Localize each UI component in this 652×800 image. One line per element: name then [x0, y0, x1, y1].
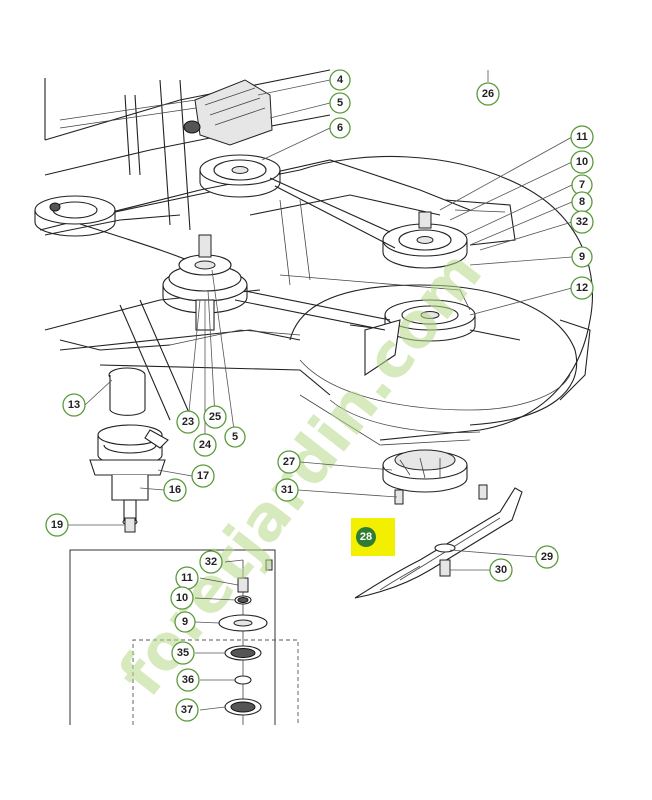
svg-text:12: 12	[576, 282, 588, 294]
callout-5: 5	[329, 92, 351, 114]
chassis-frame	[39, 69, 471, 421]
highlighted-part-28: 28	[351, 518, 395, 556]
svg-text:25: 25	[209, 411, 221, 423]
callout-19: 19	[45, 513, 69, 537]
callout-11b: 11	[175, 566, 199, 590]
svg-text:9: 9	[182, 616, 188, 628]
callout-24: 24	[193, 433, 217, 457]
svg-text:7: 7	[579, 179, 585, 191]
callout-16: 16	[163, 478, 187, 502]
svg-text:5: 5	[232, 431, 238, 443]
callout-27: 27	[277, 450, 301, 474]
svg-text:11: 11	[576, 131, 588, 143]
callout-29: 29	[535, 545, 559, 569]
svg-text:11: 11	[181, 572, 193, 584]
gearbox-assembly	[183, 79, 281, 198]
callout-36: 36	[176, 668, 200, 692]
svg-text:10: 10	[576, 156, 588, 168]
drive-belt	[79, 177, 471, 331]
callout-32: 32	[570, 210, 594, 234]
callout-35: 35	[171, 641, 195, 665]
mower-deck	[44, 155, 593, 446]
centre-deck-pulley	[349, 299, 521, 377]
svg-text:23: 23	[182, 416, 194, 428]
callout-6: 6	[329, 117, 351, 139]
svg-text:32: 32	[576, 216, 588, 228]
blade-hub	[382, 449, 468, 505]
svg-text:24: 24	[199, 439, 212, 451]
svg-text:37: 37	[181, 704, 193, 716]
callout-10: 10	[570, 150, 594, 174]
svg-text:5: 5	[337, 97, 343, 109]
svg-text:36: 36	[182, 674, 194, 686]
callout-26: 26	[476, 82, 500, 106]
leader-lines	[68, 70, 573, 711]
callout-9: 9	[571, 246, 593, 268]
right-deck-pulley	[382, 199, 516, 269]
callout-9b: 9	[174, 611, 196, 633]
engine-pulley-stack	[162, 234, 248, 331]
inset-spindle-detail	[69, 549, 299, 725]
svg-text:27: 27	[283, 456, 295, 468]
left-spindle	[89, 367, 169, 526]
svg-text:28: 28	[360, 531, 372, 543]
bolt-19	[124, 517, 136, 533]
callout-23: 23	[176, 410, 200, 434]
callout-13: 13	[62, 393, 86, 417]
left-deck-pulley	[34, 195, 116, 237]
callout-5b: 5	[224, 426, 246, 448]
svg-text:16: 16	[169, 484, 181, 496]
svg-text:19: 19	[51, 519, 63, 531]
callout-4: 4	[329, 69, 351, 91]
callout-37: 37	[175, 698, 199, 722]
callout-12: 12	[570, 276, 594, 300]
svg-text:10: 10	[176, 592, 188, 604]
callout-17: 17	[191, 464, 215, 488]
svg-text:8: 8	[579, 196, 585, 208]
callout-8: 8	[571, 191, 593, 213]
svg-text:29: 29	[541, 551, 553, 563]
callout-25: 25	[203, 405, 227, 429]
svg-text:31: 31	[281, 484, 293, 496]
callout-10b: 10	[170, 586, 194, 610]
callout-32b: 32	[199, 550, 223, 574]
svg-text:17: 17	[197, 470, 209, 482]
svg-text:30: 30	[495, 564, 507, 576]
svg-text:13: 13	[68, 399, 80, 411]
svg-text:9: 9	[579, 251, 585, 263]
svg-text:6: 6	[337, 122, 343, 134]
callout-11: 11	[570, 125, 594, 149]
callout-31: 31	[275, 478, 299, 502]
svg-text:35: 35	[177, 647, 189, 659]
svg-text:4: 4	[337, 74, 344, 86]
svg-text:26: 26	[482, 88, 494, 100]
callout-30: 30	[489, 558, 513, 582]
svg-text:32: 32	[205, 556, 217, 568]
